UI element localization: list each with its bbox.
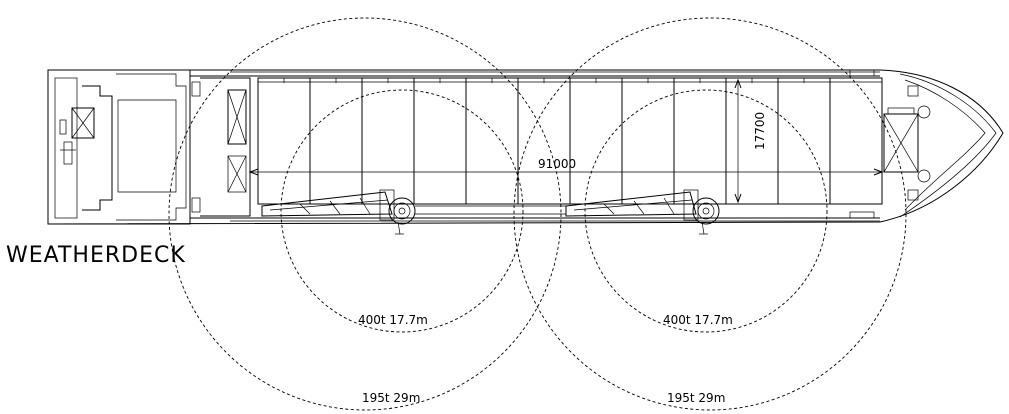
- crane-aft-outer-radius: [168, 17, 562, 411]
- crane-aft: [261, 189, 416, 235]
- dimension-lines: [248, 78, 884, 204]
- drawing-title: WEATHERDECK: [6, 243, 186, 268]
- crane-forward-inner-label: 400t 17.7m: [663, 313, 733, 327]
- aft-deckhouse: [47, 69, 191, 225]
- crane-forward-inner-radius: [584, 89, 828, 333]
- crane-forward-outer-label: 195t 29m: [667, 391, 725, 405]
- crane-aft-inner-label: 400t 17.7m: [358, 313, 428, 327]
- crane-rail: [415, 205, 566, 215]
- beam-dimension-label: 17700: [753, 112, 767, 150]
- forward-structures: [849, 69, 931, 219]
- crane-aft-inner-radius: [280, 89, 524, 333]
- hatch-covers: [257, 77, 883, 205]
- crane-forward: [565, 189, 720, 235]
- length-dimension-label: 91000: [538, 157, 576, 171]
- hatch-panel-dividers: [283, 78, 831, 204]
- aft-hatch-zone: [191, 77, 251, 217]
- crane-forward-outer-radius: [513, 17, 907, 411]
- crane-aft-outer-label: 195t 29m: [362, 391, 420, 405]
- hull-outline: [47, 69, 1004, 225]
